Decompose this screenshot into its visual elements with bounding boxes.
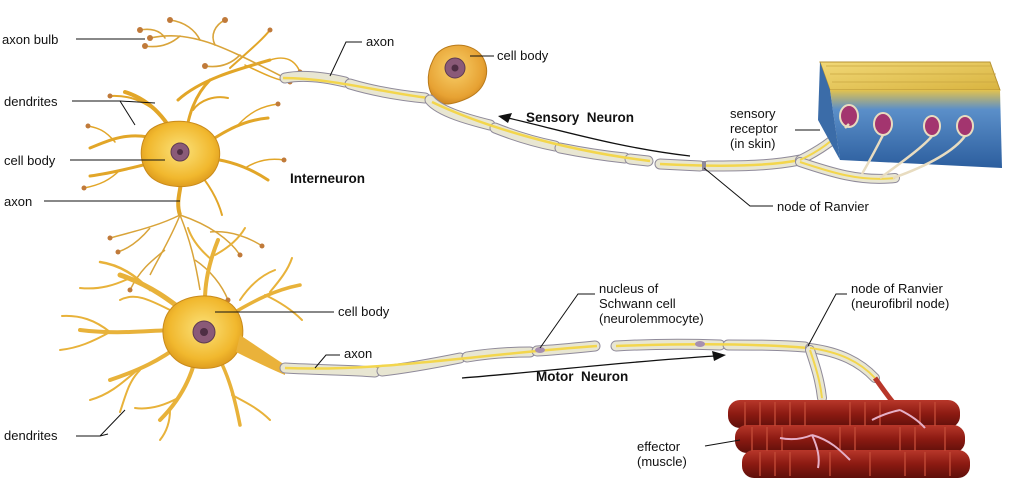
label-cell-body-motor: cell body bbox=[338, 304, 390, 319]
label-sensory-receptor: sensory receptor (in skin) bbox=[730, 106, 778, 151]
motor-direction-arrow bbox=[461, 351, 726, 379]
label-axon-bulb: axon bulb bbox=[2, 32, 59, 47]
interneuron-axon-terminals bbox=[109, 214, 263, 301]
muscle-effector bbox=[728, 400, 970, 478]
sensory-direction-arrow bbox=[498, 113, 691, 157]
label-effector-muscle: effector (muscle) bbox=[637, 439, 687, 469]
title-interneuron: Interneuron bbox=[290, 171, 366, 186]
skin-block bbox=[818, 61, 1002, 168]
label-cell-body-interneuron: cell body bbox=[4, 153, 56, 168]
title-motor-neuron: Motor Neuron bbox=[536, 369, 629, 384]
label-nucleus-schwann: nucleus of Schwann cell (neurolemmocyte) bbox=[599, 281, 704, 326]
label-axon-motor: axon bbox=[344, 346, 373, 361]
label-axon-interneuron: axon bbox=[4, 194, 33, 209]
sensory-receptors bbox=[839, 104, 974, 137]
interneuron-myelin-axon bbox=[279, 70, 431, 104]
leader-lines bbox=[44, 38, 847, 447]
label-dendrites-bottom: dendrites bbox=[4, 428, 58, 443]
label-node-of-ranvier-sensory: node of Ranvier bbox=[777, 199, 869, 214]
title-sensory-neuron: Sensory Neuron bbox=[526, 110, 635, 125]
label-node-of-ranvier-motor: node of Ranvier (neurofibril node) bbox=[851, 281, 950, 311]
label-axon-sensory: axon bbox=[366, 34, 395, 49]
label-dendrites-top: dendrites bbox=[4, 94, 58, 109]
motor-axon bbox=[279, 338, 902, 436]
label-cell-body-sensory: cell body bbox=[497, 48, 549, 63]
axon-bulb-branches bbox=[139, 19, 286, 79]
